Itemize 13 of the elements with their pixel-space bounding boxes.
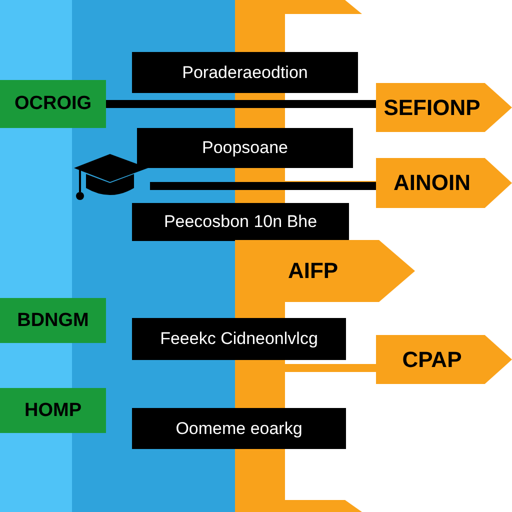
text-box: Peecosbon 10n Bhe <box>132 203 349 241</box>
text-box: Poraderaeodtion <box>132 52 358 93</box>
text-box: Oomeme eoarkg <box>132 408 346 449</box>
arrow-shape-label: CPAP <box>376 335 512 384</box>
connector-line <box>106 100 376 108</box>
text-box: Feeekc Cidneonlvlcg <box>132 318 346 360</box>
label-box: BDNGM <box>0 298 106 343</box>
arrow-shape-label: AINOIN <box>376 158 512 208</box>
arrow-shape-label: SEFIONP <box>376 83 512 132</box>
text-box: Poopsoane <box>137 128 353 168</box>
arrow-shape-label: AIFP <box>235 240 415 302</box>
label-box: OCROIG <box>0 80 106 128</box>
label-box: HOMP <box>0 388 106 433</box>
